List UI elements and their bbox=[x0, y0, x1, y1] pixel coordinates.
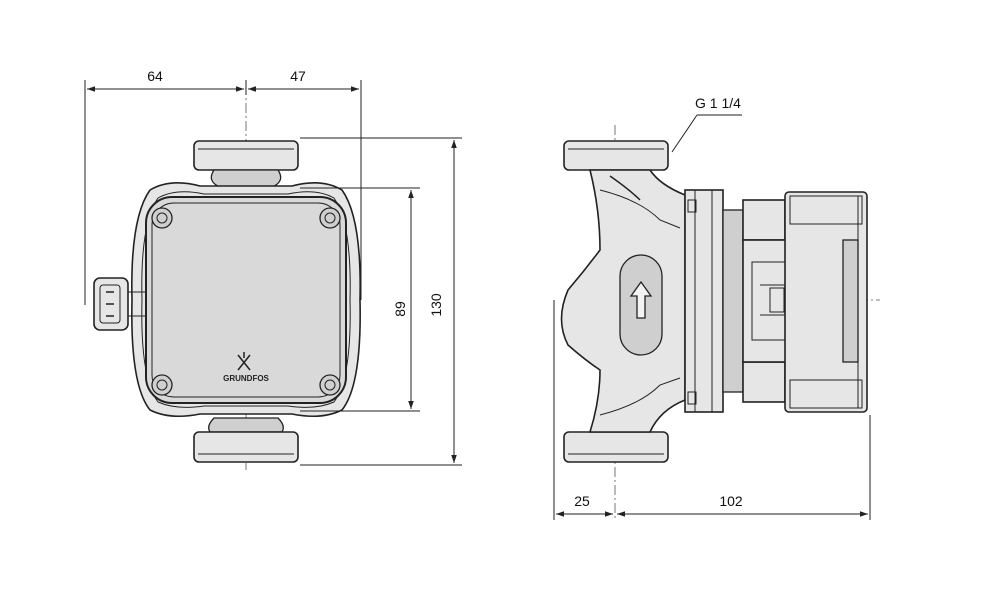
stator-section bbox=[722, 209, 744, 393]
electrical-connector bbox=[93, 277, 146, 331]
dim-total-height-label: 130 bbox=[428, 293, 444, 317]
control-panel-face bbox=[145, 196, 347, 404]
screw-bottom-left bbox=[151, 374, 173, 396]
motor-housing bbox=[684, 189, 724, 413]
front-view: GRUNDFOS bbox=[93, 85, 361, 470]
dim-face-height: 89 bbox=[300, 187, 420, 412]
dim-left-width-label: 64 bbox=[147, 68, 163, 84]
logo-text: GRUNDFOS bbox=[223, 374, 269, 383]
flow-direction-arrow-icon bbox=[619, 254, 663, 356]
bottom-flange bbox=[193, 431, 299, 463]
side-view bbox=[560, 125, 880, 520]
dim-length: 25 102 bbox=[553, 300, 871, 520]
side-top-flange bbox=[563, 140, 669, 171]
screw-bottom-right bbox=[319, 374, 341, 396]
thread-label: G 1 1/4 bbox=[695, 95, 741, 111]
dim-width: 64 47 bbox=[84, 68, 362, 305]
screw-top-left bbox=[151, 207, 173, 229]
bottom-neck bbox=[208, 417, 284, 433]
side-bottom-flange bbox=[563, 431, 669, 463]
dim-inlet-depth-label: 25 bbox=[574, 493, 590, 509]
grundfos-logo-icon: GRUNDFOS bbox=[223, 352, 270, 383]
thread-callout: G 1 1/4 bbox=[671, 95, 742, 153]
screw-top-right bbox=[319, 207, 341, 229]
dim-right-width-label: 47 bbox=[290, 68, 306, 84]
dim-total-height: 130 bbox=[300, 137, 462, 466]
dim-body-length-label: 102 bbox=[719, 493, 743, 509]
dim-face-height-label: 89 bbox=[392, 301, 408, 317]
top-flange bbox=[193, 140, 299, 171]
